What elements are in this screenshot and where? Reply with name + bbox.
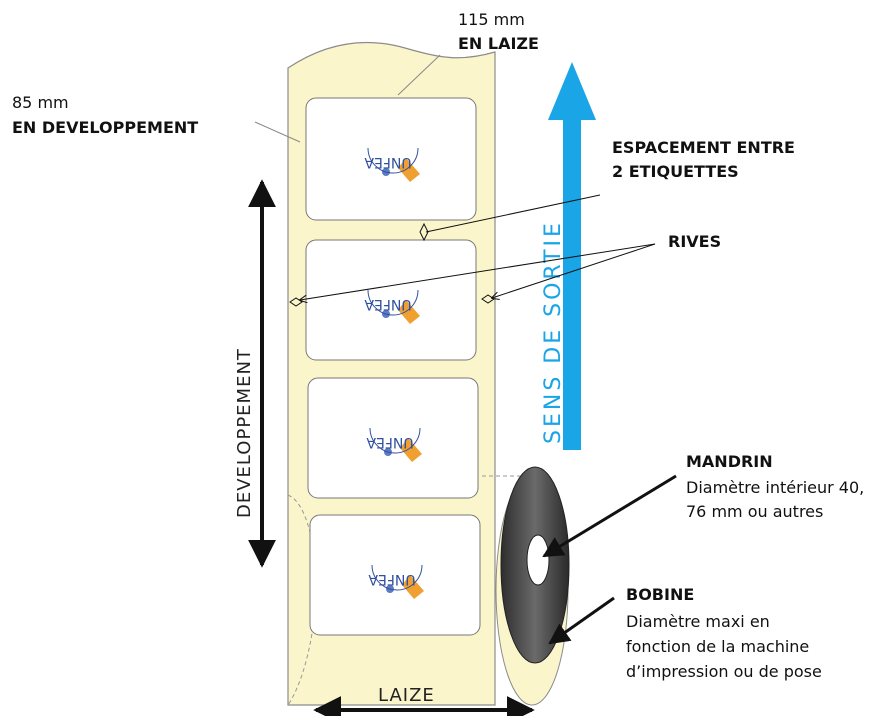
label-sheet-3 — [307, 377, 479, 499]
laize-title: EN LAIZE — [458, 34, 539, 53]
bobine-line3: d’impression ou de pose — [626, 662, 822, 681]
espacement-line1: ESPACEMENT ENTRE — [612, 138, 795, 157]
logo-2-text: UNFEA — [364, 296, 412, 312]
logo-4: UNFEA — [368, 564, 424, 599]
logo-3-text: UNFEA — [366, 434, 414, 450]
mandrin-title: MANDRIN — [686, 452, 773, 471]
bobine-title: BOBINE — [626, 585, 695, 604]
logo-1-text: UNFEA — [364, 154, 412, 170]
dev-pointer — [254, 121, 301, 143]
developpement-label: DEVELOPPEMENT — [234, 348, 255, 518]
espacement-line2: 2 ETIQUETTES — [612, 162, 739, 181]
label-sheet-1 — [305, 97, 477, 221]
laize-pointer — [397, 54, 441, 96]
logo-4-text: UNFEA — [368, 571, 416, 587]
bobine-line1: Diamètre maxi en — [626, 612, 770, 631]
sens-de-sortie-label: SENS DE SORTIE — [541, 220, 566, 444]
mandrin-line1: Diamètre intérieur 40, — [686, 478, 865, 497]
espacement-pointer — [425, 194, 601, 233]
rives-pointer-left — [300, 243, 656, 300]
sens-de-sortie-arrow — [548, 62, 596, 450]
logo-2: UNFEA — [364, 289, 420, 324]
label-sheet-4 — [309, 514, 481, 636]
laize-label: LAIZE — [378, 685, 435, 706]
gap-marker — [419, 222, 429, 242]
mandrin-hole — [526, 534, 550, 586]
dev-title: EN DEVELOPPEMENT — [12, 118, 199, 137]
logo-3: UNFEA — [366, 427, 422, 462]
rives-label: RIVES — [668, 232, 722, 251]
dev-value: 85 mm — [12, 93, 69, 112]
logo-1: UNFEA — [364, 147, 420, 182]
rives-pointer-right — [492, 243, 656, 298]
laize-value: 115 mm — [458, 10, 525, 29]
bobine-line2: fonction de la machine — [626, 637, 810, 656]
bobine-pointer — [548, 596, 615, 645]
mandrin-pointer — [542, 474, 677, 558]
mandrin-line2: 76 mm ou autres — [686, 502, 824, 521]
